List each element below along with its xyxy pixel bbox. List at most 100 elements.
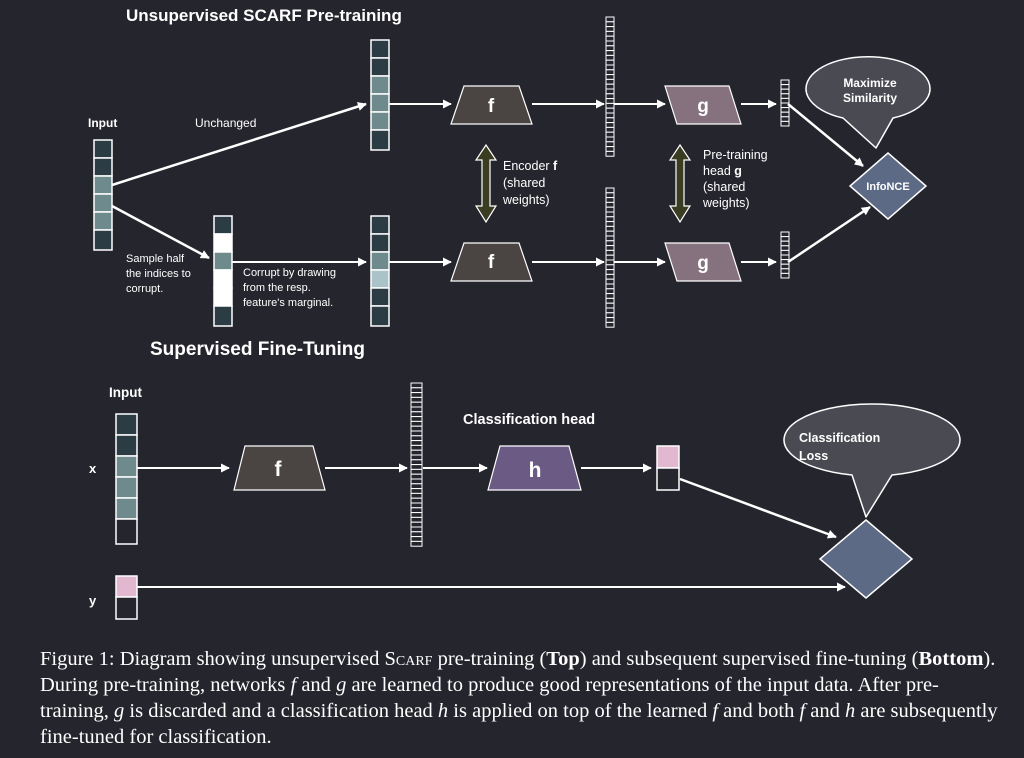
scarf-diagram: Unsupervised SCARF Pre-training Input Un… — [88, 6, 961, 620]
vector-cell — [410, 512, 423, 518]
vector-cell — [410, 478, 423, 485]
unchanged-label: Unchanged — [195, 116, 256, 130]
vector-cell — [410, 497, 423, 504]
classification-head-h: h — [487, 445, 582, 491]
vector-cell — [410, 483, 423, 490]
classification-loss-node — [818, 519, 914, 599]
vector-cell — [605, 59, 615, 66]
vector-cell — [410, 435, 423, 442]
vector-cell — [780, 268, 790, 274]
vector-cell — [605, 230, 615, 237]
vector-cell — [410, 406, 423, 413]
vector-cell — [410, 411, 423, 418]
vector-cell — [780, 93, 790, 99]
vector-cell — [780, 272, 790, 279]
svg-text:InfoNCE: InfoNCE — [866, 181, 909, 193]
vector-cell — [410, 396, 423, 403]
representation-vector-finetune — [410, 382, 423, 547]
vector-cell — [605, 98, 615, 104]
vector-cell — [410, 502, 423, 509]
vector-cell — [410, 526, 423, 533]
vector-cell — [410, 401, 423, 408]
vector-cell — [780, 111, 790, 118]
vector-cell — [410, 488, 423, 494]
vector-cell — [410, 440, 423, 446]
vector-cell — [780, 240, 790, 247]
vector-cell — [780, 116, 790, 122]
vector-cell — [605, 26, 615, 32]
vector-cell — [780, 107, 790, 113]
encoder-note: Encoder f (shared weights) — [502, 159, 561, 207]
label-y-vector — [115, 575, 138, 620]
vector-cell — [780, 97, 790, 104]
prediction-vector — [656, 445, 680, 491]
svg-text:f: f — [275, 458, 283, 481]
vector-cell — [780, 236, 790, 242]
vector-cell — [410, 473, 423, 480]
vector-cell — [780, 249, 790, 256]
vector-cell — [780, 231, 790, 238]
figure-caption: Figure 1: Diagram showing unsupervised S… — [40, 648, 998, 748]
encoder-f-bottom: f — [450, 242, 533, 282]
svg-text:Loss: Loss — [799, 449, 828, 463]
vector-cell — [410, 444, 423, 451]
svg-text:f: f — [488, 252, 495, 273]
vector-cell — [410, 425, 423, 432]
representation-vector-bottom — [605, 187, 615, 328]
vector-cell — [410, 468, 423, 475]
vector-cell — [605, 102, 615, 109]
vector-cell — [605, 93, 615, 100]
corrupt-note: Corrupt by drawing from the resp. featur… — [243, 267, 339, 309]
vector-cell — [605, 16, 615, 23]
vector-cell — [410, 449, 423, 456]
vector-cell — [410, 430, 423, 437]
vector-cell — [780, 120, 790, 127]
vector-cell — [605, 131, 615, 138]
maximize-similarity-bubble: Maximize Similarity — [805, 55, 931, 149]
vector-cell — [780, 79, 790, 86]
encoder-f-finetune: f — [233, 445, 326, 491]
vector-cell — [605, 107, 615, 114]
vector-cell — [605, 30, 615, 37]
vector-cell — [605, 141, 615, 148]
vector-cell — [605, 45, 615, 52]
vector-cell — [410, 454, 423, 461]
y-label: y — [89, 593, 97, 608]
vector-cell — [605, 122, 615, 128]
vector-cell — [605, 283, 615, 290]
svg-text:Classification: Classification — [799, 431, 880, 445]
svg-text:f: f — [488, 96, 495, 117]
classification-head-title: Classification head — [463, 412, 595, 428]
vector-cell — [410, 459, 423, 466]
corruption-mask-vector — [213, 215, 233, 327]
vector-cell — [605, 88, 615, 95]
infonce-node: InfoNCE — [848, 152, 928, 220]
vector-cell — [605, 259, 615, 266]
pretrain-input-label: Input — [88, 116, 117, 130]
svg-text:g: g — [697, 253, 709, 274]
vector-cell — [605, 150, 615, 157]
vector-cell — [605, 317, 615, 323]
vector-cell — [605, 146, 615, 152]
representation-vector-top — [605, 16, 615, 157]
vector-cell — [605, 206, 615, 213]
vector-cell — [605, 288, 615, 295]
x-label: x — [89, 461, 97, 476]
vector-cell — [605, 293, 615, 299]
vector-cell — [780, 259, 790, 265]
vector-cell — [605, 192, 615, 199]
vector-cell — [410, 492, 423, 499]
vector-cell — [605, 83, 615, 90]
vector-cell — [410, 420, 423, 427]
vector-cell — [780, 263, 790, 270]
vector-cell — [605, 249, 615, 256]
vector-cell — [605, 254, 615, 261]
vector-cell — [605, 273, 615, 280]
vector-cell — [605, 201, 615, 208]
vector-cell — [605, 117, 615, 124]
vector-cell — [780, 254, 790, 261]
head-g-bottom: g — [664, 242, 742, 282]
pretrain-title: Unsupervised SCARF Pre-training — [126, 6, 402, 25]
vector-cell — [605, 302, 615, 309]
vector-cell — [410, 516, 423, 523]
